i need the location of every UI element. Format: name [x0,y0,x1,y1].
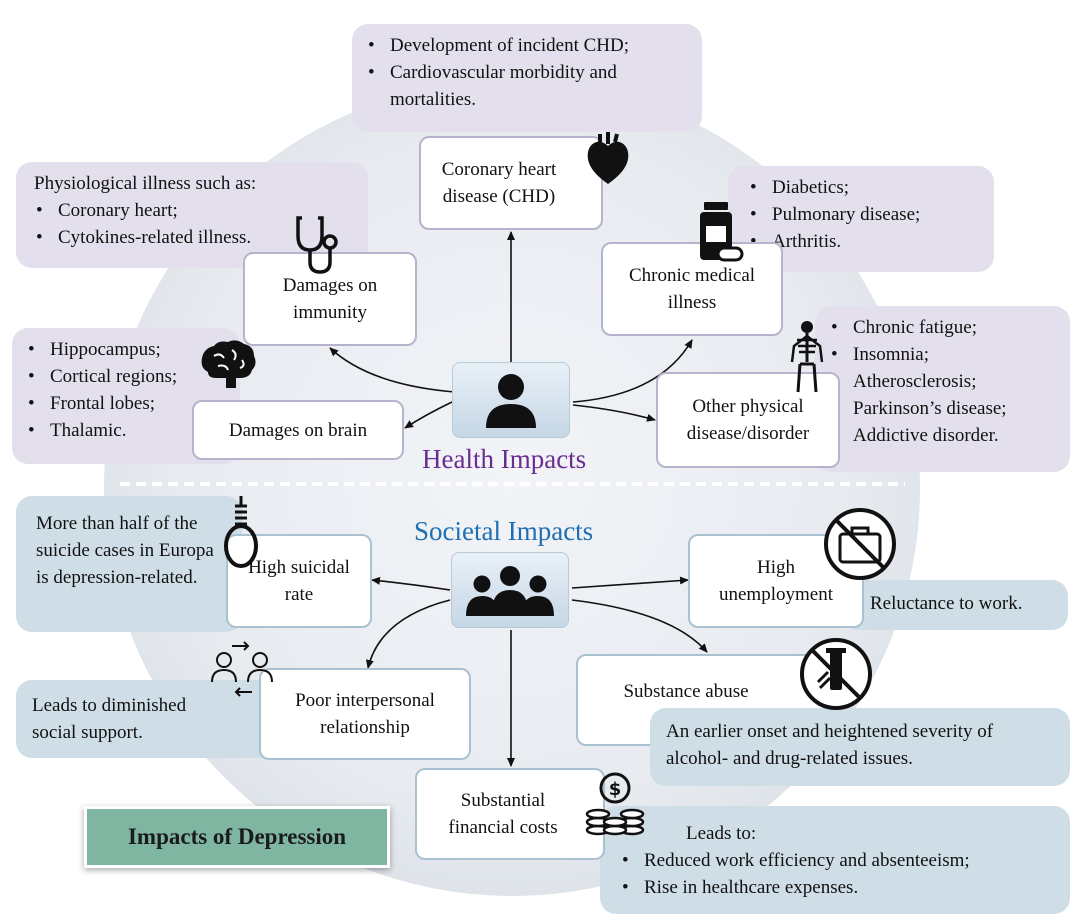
people-exchange-icon [211,641,273,697]
arrow-to-substance [571,599,708,653]
chronic-note-item: Diabetics; [750,174,980,201]
health-heading: Health Impacts [422,444,587,474]
chd-note-item: Development of incident CHD; [368,32,688,59]
interpersonal-note: Leads to diminished social support. [16,680,276,758]
chronic-note-item: Arthritis. [750,228,980,255]
diagram-title: Impacts of Depression [84,806,390,868]
arrow-to-unemployment [571,576,689,589]
interpersonal-note-text: Leads to diminished social support. [32,695,187,743]
heart-icon [587,132,629,184]
arrow-to-interpersonal [365,599,451,669]
substance-note-text: An earlier onset and heightened severity… [666,721,994,769]
arrow-to-brain [404,401,453,429]
arrow-to-suicide [371,576,451,591]
no-drugs-icon [800,638,872,710]
other-note-item: Chronic fatigue; [831,314,1056,341]
suicide-node-label: High suicidal rate [248,557,350,605]
unemployment-node-label: High unemployment [719,557,833,605]
brain-node: Damages on brain [192,400,404,460]
interpersonal-node-label: Poor interpersonal relationship [295,690,435,738]
chd-note-item: Cardiovascular morbidity and mortalities… [368,59,688,113]
brain-note-item: Hippocampus; [28,336,226,363]
immunity-node-label: Damages on immunity [282,275,378,323]
interpersonal-node: Poor interpersonal relationship [259,668,471,760]
suicide-node: High suicidal rate [226,534,372,628]
pill-bottle-icon [700,202,744,262]
other-note: Chronic fatigue; Insomnia; Atheroscleros… [815,306,1070,472]
immunity-note-lead: Physiological illness such as: [34,173,257,194]
chronic-node: Chronic medical illness [601,242,783,336]
other-node-label: Other physical disease/disorder [686,396,810,444]
financial-note-item: Rise in healthcare expenses. [622,874,1060,901]
societal-heading: Societal Impacts [414,516,594,546]
arrow-to-other [572,404,656,422]
substance-note: An earlier onset and heightened severity… [650,708,1070,786]
other-node: Other physical disease/disorder [656,372,840,468]
financial-node-label: Substantial financial costs [448,790,558,838]
no-briefcase-icon [824,508,896,580]
money-coins-icon: $ [585,772,645,836]
unemployment-note-text: Reluctance to work. [870,593,1023,614]
financial-note-lead: Leads to: [686,823,757,844]
brain-node-label: Damages on brain [228,419,368,441]
stethoscope-icon [296,216,338,274]
suicide-note-text: More than half of the suicide cases in E… [36,513,214,588]
suicide-note: More than half of the suicide cases in E… [16,496,242,632]
chd-node-label: Coronary heart disease (CHD) [441,159,557,207]
substance-node-label: Substance abuse [623,681,749,702]
noose-icon [224,496,258,568]
chronic-node-label: Chronic medical illness [628,265,756,313]
arrow-to-chronic [572,339,693,403]
immunity-note: Physiological illness such as: Coronary … [16,162,368,268]
other-note-item: Insomnia; [831,341,1056,368]
brain-note-item: Cortical regions; [28,363,226,390]
person-icon [486,374,536,428]
chronic-note-item: Pulmonary disease; [750,201,980,228]
brain-icon [201,340,256,388]
group-icon [466,566,554,616]
societal-hub [451,552,569,628]
financial-note: Leads to: Reduced work efficiency and ab… [600,806,1070,914]
chd-node: Coronary heart disease (CHD) [419,136,603,230]
health-hub [452,362,570,438]
financial-note-item: Reduced work efficiency and absenteeism; [622,847,1060,874]
svg-text:$: $ [609,779,622,800]
financial-node: Substantial financial costs [415,768,605,860]
other-note-item: Parkinson’s disease; [831,395,1056,422]
skeleton-icon [790,321,824,393]
immunity-note-item: Cytokines-related illness. [36,224,354,251]
unemployment-note: Reluctance to work. [842,580,1068,630]
other-note-item: Atherosclerosis; [831,368,1056,395]
arrow-to-immunity [329,347,456,393]
immunity-note-item: Coronary heart; [36,197,354,224]
brain-note-item: Frontal lobes; [28,390,226,417]
chd-note: Development of incident CHD; Cardiovascu… [352,24,702,132]
brain-note: Hippocampus; Cortical regions; Frontal l… [12,328,240,464]
other-note-item: Addictive disorder. [831,422,1056,449]
brain-note-item: Thalamic. [28,417,226,444]
